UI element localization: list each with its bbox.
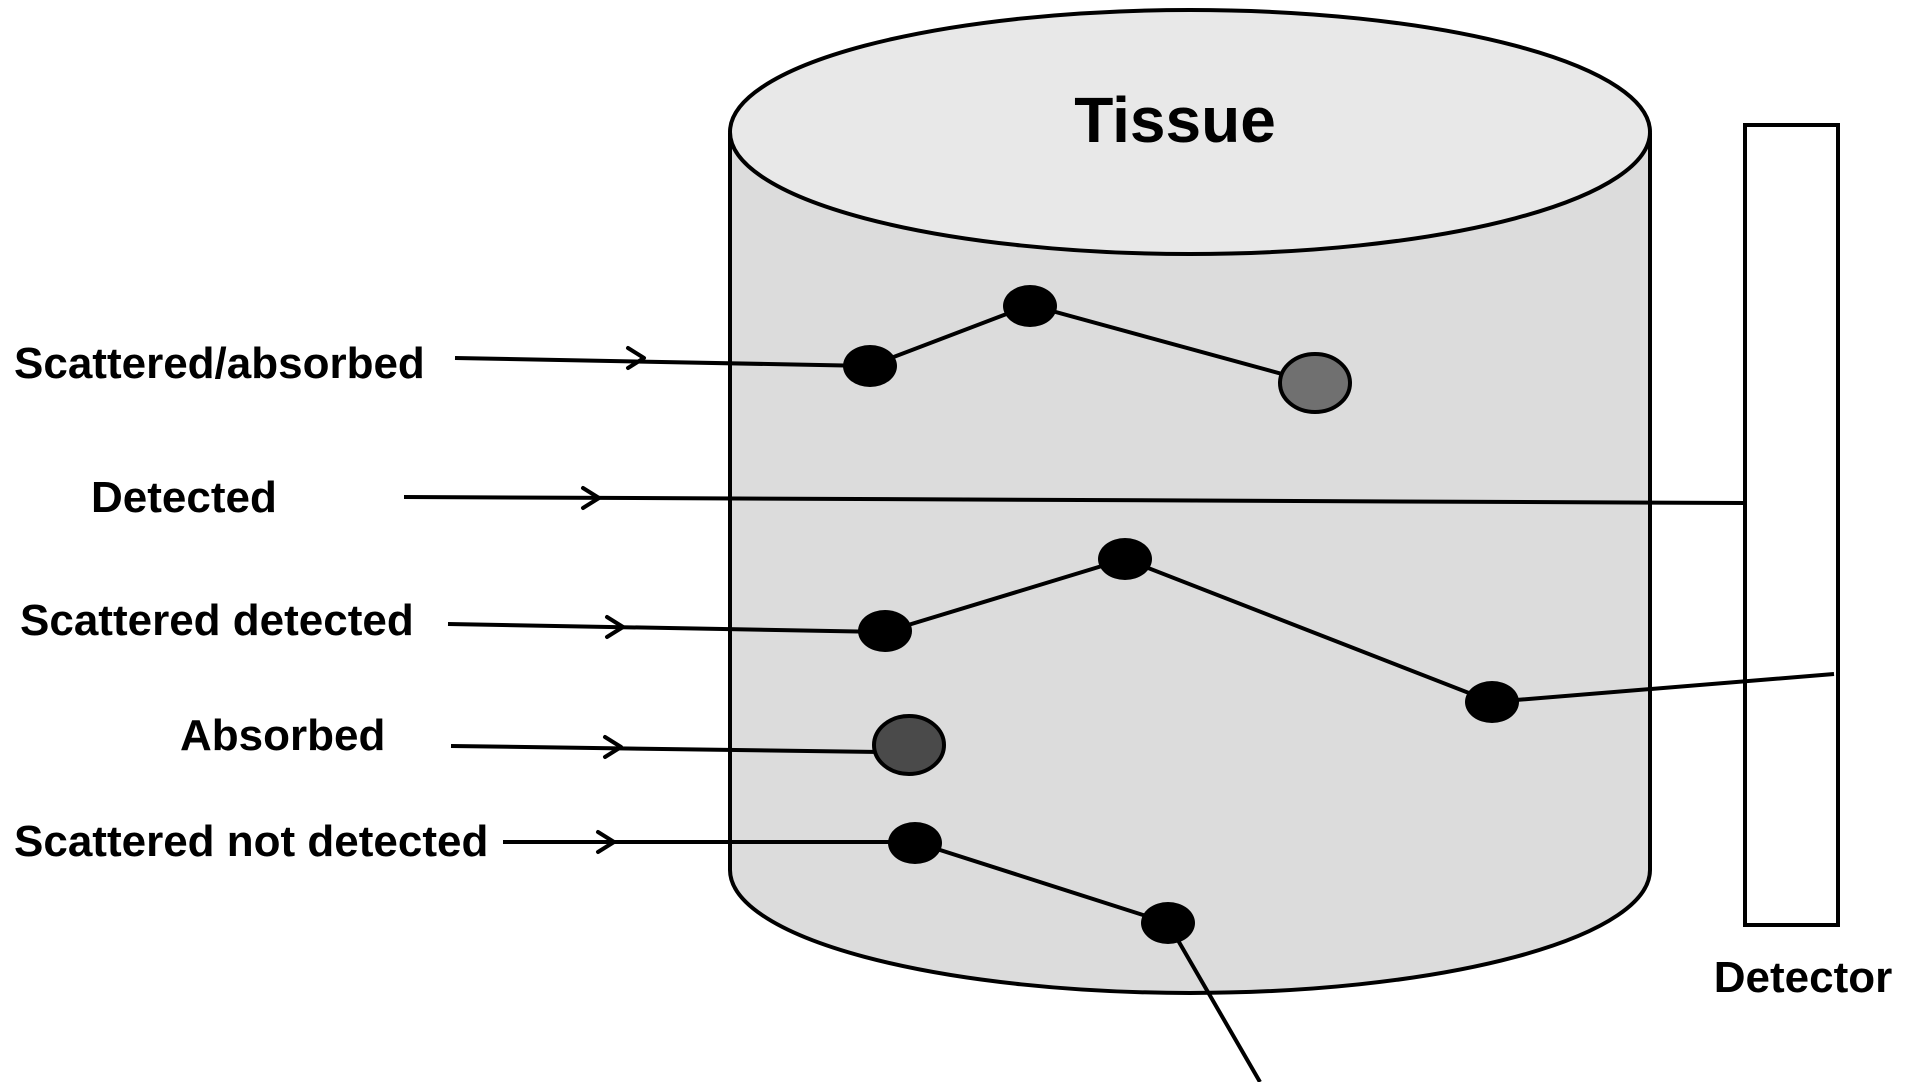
scatter-event (1141, 902, 1195, 944)
detector-label: Detector (1714, 953, 1893, 1002)
detector-plate (1745, 125, 1838, 925)
scatter-event (1098, 538, 1152, 580)
tissue-cylinder-body (730, 135, 1650, 993)
tissue-label: Tissue (1074, 84, 1276, 156)
path-label-detected: Detected (91, 473, 277, 522)
path-label-scattered-not-detected: Scattered not detected (14, 817, 488, 866)
path-label-scattered-absorbed: Scattered/absorbed (14, 339, 425, 388)
absorption-event (1280, 354, 1350, 412)
path-label-scattered-detected: Scattered detected (20, 596, 414, 645)
scatter-event (858, 610, 912, 652)
arrowhead-scattered-absorbed (628, 348, 644, 368)
detector: Detector (1714, 125, 1893, 1002)
scatter-event (1003, 285, 1057, 327)
scatter-event (1465, 681, 1519, 723)
scatter-event (888, 822, 942, 864)
absorption-event (874, 716, 944, 774)
path-label-absorbed: Absorbed (180, 711, 385, 760)
scatter-event (843, 345, 897, 387)
